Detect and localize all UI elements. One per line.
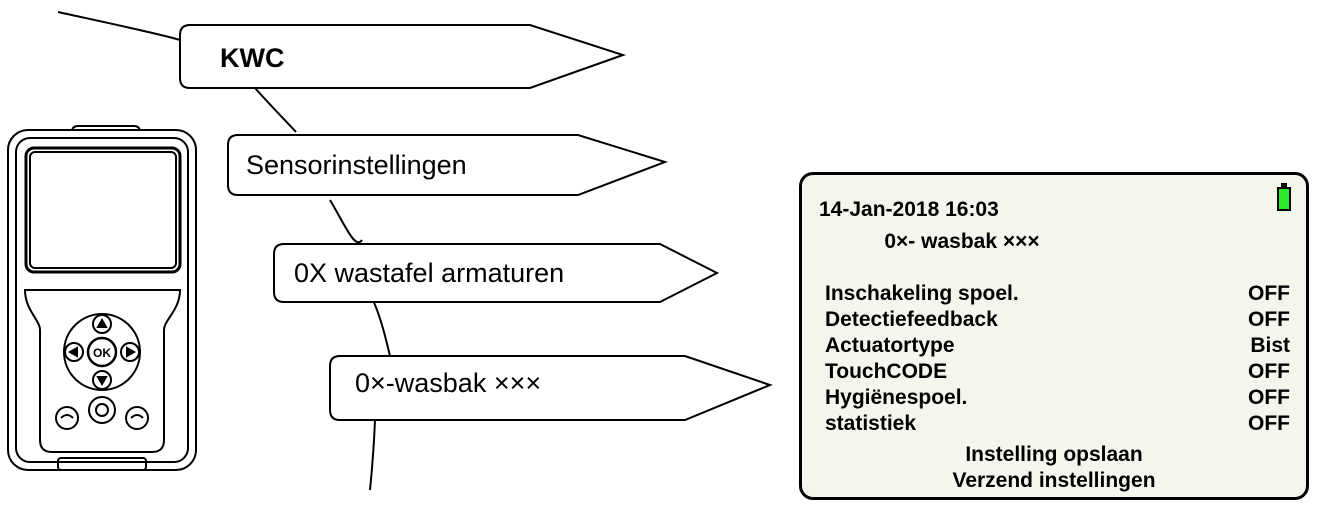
setting-label: Detectiefeedback [825, 308, 998, 331]
setting-label: Hygiënespoel. [825, 386, 968, 409]
menu-tag-kwc-label: KWC [220, 43, 284, 73]
screen-datetime: 14-Jan-2018 16:03 [819, 198, 999, 221]
setting-value: OFF [1248, 412, 1290, 435]
menu-tag-wasbak [329, 355, 773, 421]
setting-value: OFF [1248, 308, 1290, 331]
device-screen: 14-Jan-2018 16:03 0×- wasbak ××× Inschak… [799, 172, 1309, 500]
setting-row[interactable]: statistiek OFF [825, 411, 1290, 437]
setting-row[interactable]: Detectiefeedback OFF [825, 307, 1290, 333]
menu-tag-wastafel-label: 0X wastafel armaturen [294, 258, 564, 288]
setting-label: TouchCODE [825, 360, 948, 383]
save-settings-action[interactable]: Instelling opslaan [965, 443, 1143, 466]
setting-value: OFF [1248, 360, 1290, 383]
setting-value: Bist [1250, 334, 1290, 357]
setting-label: Actuatortype [825, 334, 955, 357]
battery-icon [1277, 187, 1291, 211]
setting-label: Inschakeling spoel. [825, 282, 1019, 305]
setting-value: OFF [1248, 282, 1290, 305]
handheld-remote-control [7, 125, 197, 471]
menu-tag-kwc [179, 24, 627, 89]
menu-tag-sensorinstellingen [227, 134, 669, 196]
setting-value: OFF [1248, 386, 1290, 409]
setting-row[interactable]: Inschakeling spoel. OFF [825, 281, 1290, 307]
menu-tag-wastafel [273, 243, 720, 303]
menu-tag-wasbak-label: 0×-wasbak ××× [355, 368, 541, 398]
setting-row[interactable]: TouchCODE OFF [825, 359, 1290, 385]
settings-list: Inschakeling spoel. OFF Detectiefeedback… [825, 281, 1290, 437]
battery-icon-cap [1281, 183, 1287, 188]
setting-row[interactable]: Hygiënespoel. OFF [825, 385, 1290, 411]
connector-curve [57, 11, 391, 491]
screen-subtitle: 0×- wasbak ××× [884, 230, 1040, 253]
send-settings-action[interactable]: Verzend instellingen [952, 469, 1156, 492]
setting-row[interactable]: Actuatortype Bist [825, 333, 1290, 359]
ok-button-label: OK [93, 346, 111, 360]
setting-label: statistiek [825, 412, 917, 435]
menu-tag-sensorinstellingen-label: Sensorinstellingen [246, 150, 467, 180]
